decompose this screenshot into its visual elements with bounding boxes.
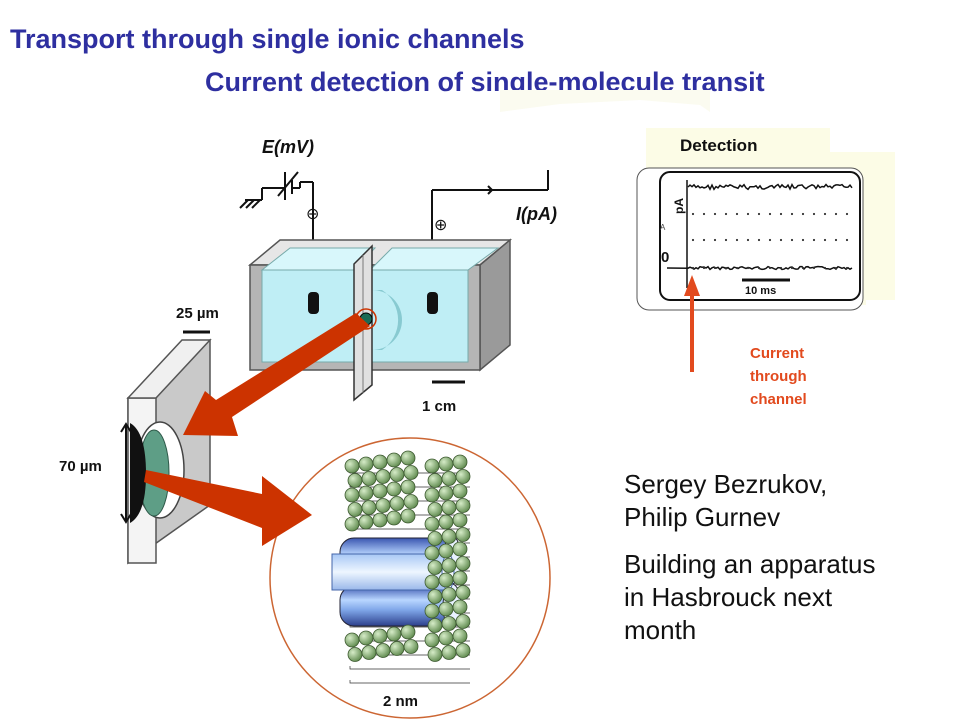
plan-line: in Hasbrouck next (624, 582, 833, 612)
background-wave-shape (500, 90, 710, 112)
negative-electrode-icon: ⊖ (306, 206, 320, 223)
notes-block: Sergey Bezrukov, Philip Gurnev Building … (624, 468, 876, 647)
trace-time-scale: 10 ms (745, 285, 777, 297)
current-through-channel-caption: Current through channel (750, 342, 807, 411)
people-line: Sergey Bezrukov, (624, 469, 828, 499)
zoom-arrow-to-membrane (144, 470, 312, 546)
people-line: Philip Gurnev (624, 502, 781, 532)
detection-title: Detection (680, 136, 758, 155)
current-arrow (684, 275, 700, 372)
scale-1cm-label: 1 cm (422, 398, 457, 415)
current-label: I(pA) (516, 204, 557, 224)
trace-zero-label: 0 (661, 249, 670, 266)
title-line-1: Transport through single ionic channels (10, 24, 525, 54)
caption-line: channel (750, 391, 807, 408)
positive-electrode-icon: ⊕ (434, 217, 448, 234)
plan-line: Building an apparatus (624, 549, 876, 579)
aperture-height-label: 70 µm (59, 458, 102, 475)
membrane-closeup (269, 437, 551, 719)
chamber (247, 238, 513, 402)
zoom-arrow-to-aperture (183, 313, 370, 436)
voltage-label: E(mV) (262, 137, 315, 157)
aperture-closeup (120, 338, 212, 565)
trace-axis-unit: pA (672, 198, 686, 214)
svg-text:A: A (660, 223, 666, 232)
caption-line: through (750, 368, 807, 385)
aperture-width-label: 25 µm (176, 305, 219, 322)
membrane-scale-label: 2 nm (383, 693, 419, 710)
plan-line: month (624, 615, 697, 645)
detection-panel: A (636, 128, 895, 311)
caption-line: Current (750, 345, 805, 362)
circuit-wires (239, 170, 549, 292)
